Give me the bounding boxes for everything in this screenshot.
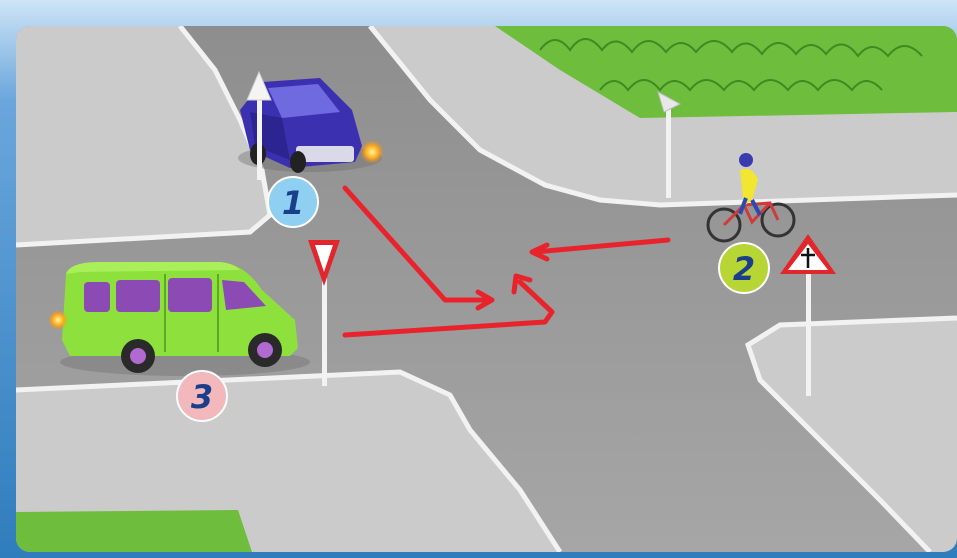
marker-1-label: 1 — [282, 184, 304, 222]
marker-3-label: 3 — [191, 378, 213, 416]
marker-2[interactable]: 2 — [719, 243, 769, 293]
marker-3[interactable]: 3 — [177, 371, 227, 421]
marker-1[interactable]: 1 — [268, 177, 318, 227]
intersection-illustration: 1 2 3 — [16, 26, 957, 552]
grass-bottom-left — [16, 510, 252, 552]
marker-2-label: 2 — [733, 250, 755, 288]
intersection-scene: 1 2 3 — [16, 26, 957, 552]
